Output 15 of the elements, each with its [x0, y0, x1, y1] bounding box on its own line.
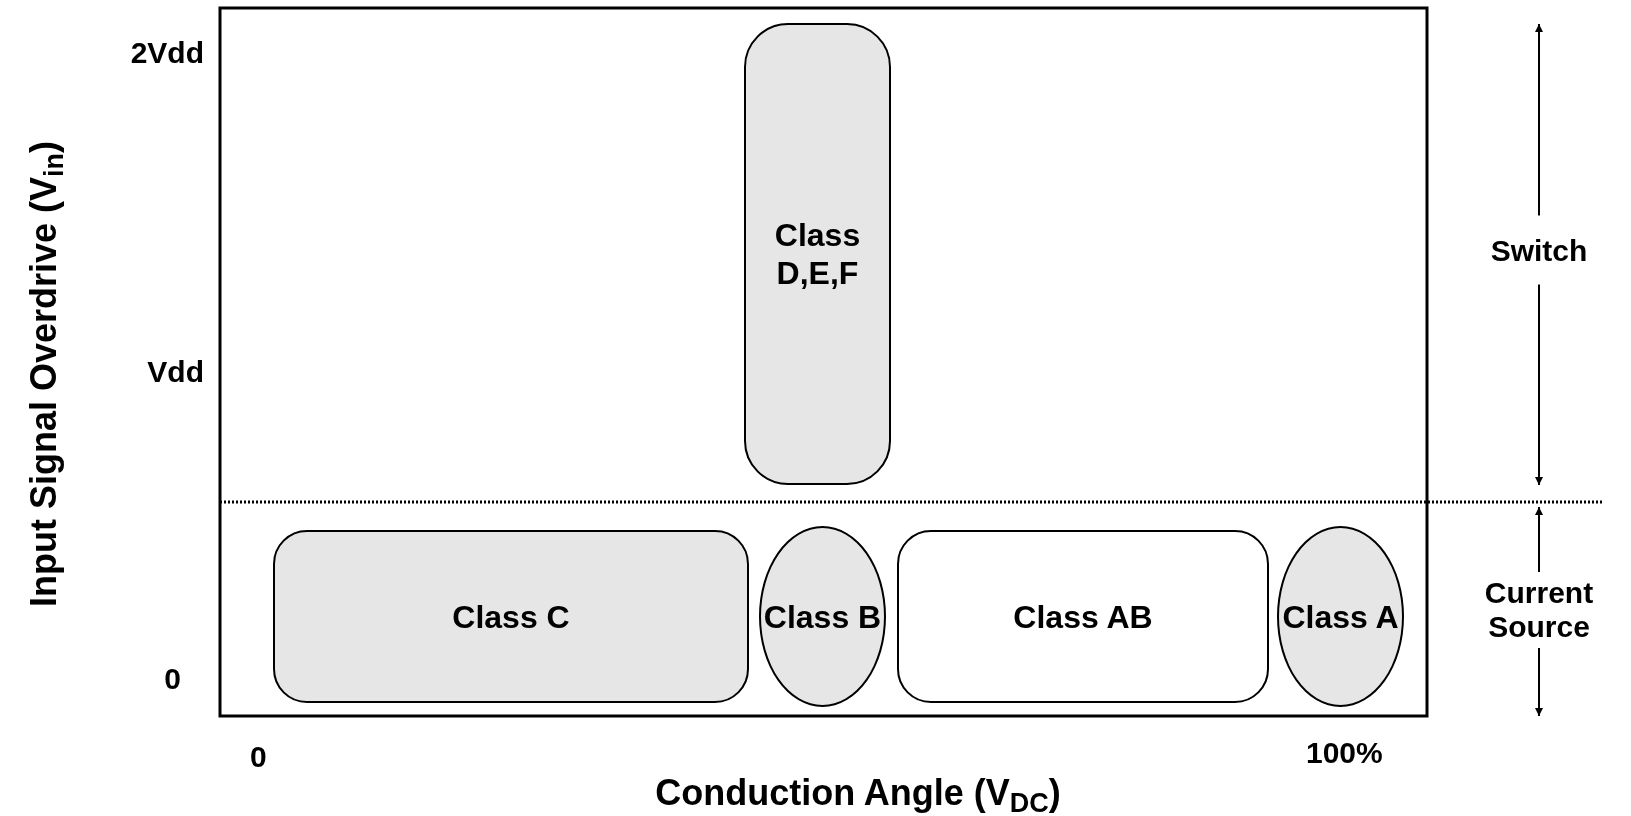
tick-label: 100% [1306, 735, 1383, 771]
tick-label: 0 [164, 661, 181, 697]
tick-label: 0 [250, 739, 267, 775]
class-label: Class C [452, 597, 570, 636]
range-label: Switch [1490, 215, 1588, 285]
class-region [897, 530, 1269, 703]
class-label: Class B [763, 597, 882, 636]
class-region [744, 23, 891, 485]
class-label: Class AB [1013, 597, 1153, 636]
tick-label: 2Vdd [130, 35, 204, 71]
tick-label: Vdd [147, 354, 204, 390]
class-label: Class D,E,F [773, 216, 862, 292]
class-label: Class A [1282, 597, 1399, 636]
class-region [273, 530, 749, 703]
axis-title: Conduction Angle (V$_{DC}$) [655, 771, 1061, 816]
